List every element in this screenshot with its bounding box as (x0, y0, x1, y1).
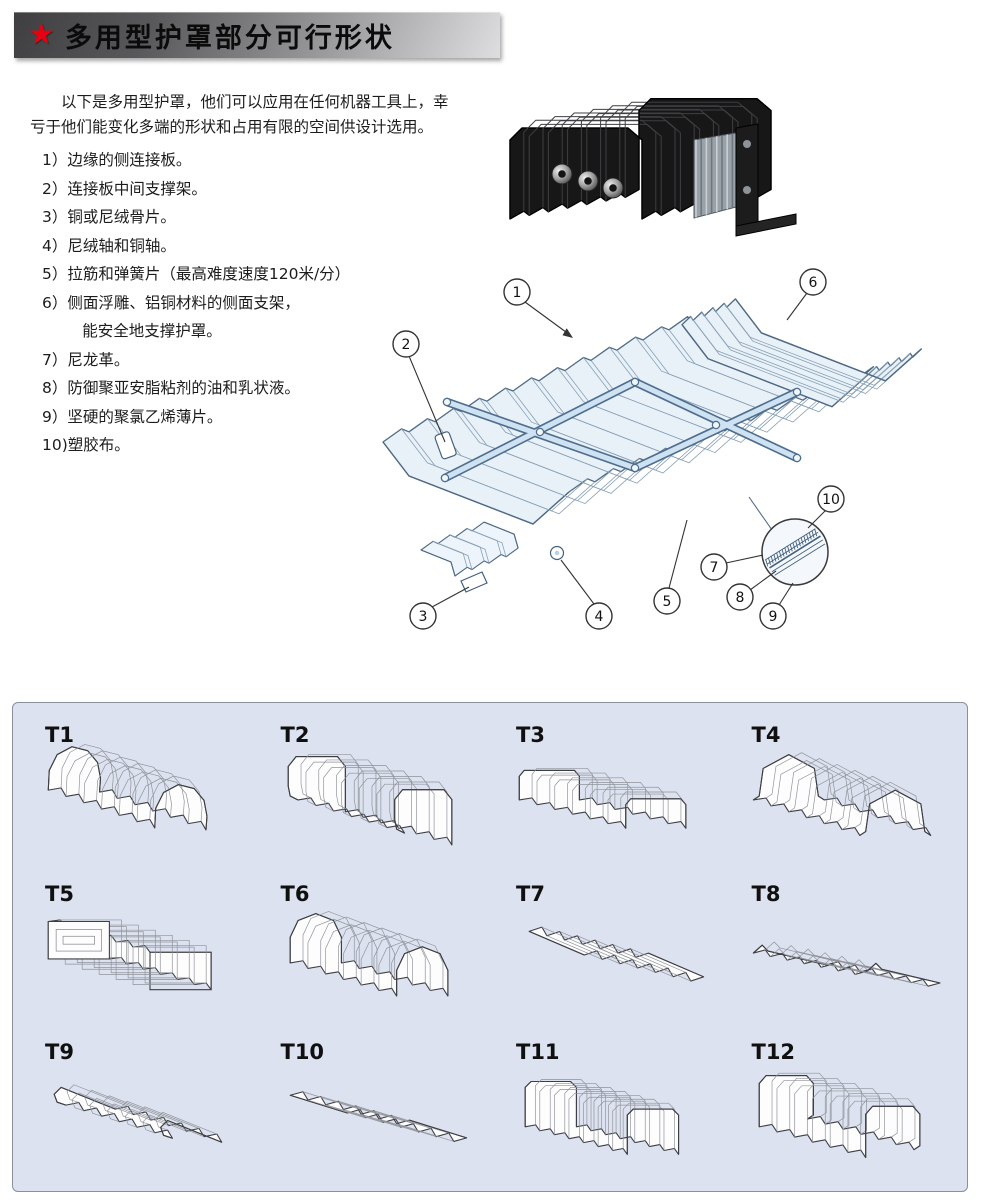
callout-1: 1 (503, 278, 573, 338)
shape-drawing-t9 (53, 1084, 223, 1144)
shape-drawing-t4 (752, 752, 931, 836)
shape-cell: T2 (255, 709, 491, 868)
list-item: 2）连接板中间支撑架。 (42, 179, 207, 198)
callout-5: 5 (653, 519, 688, 615)
shape-label: T3 (516, 723, 545, 747)
shape-label: T4 (751, 723, 781, 747)
svg-text:5: 5 (663, 594, 672, 610)
bellows-strip (420, 521, 519, 577)
shape-label: T6 (280, 881, 310, 906)
list-item: 6）侧面浮雕、铝铜材料的侧面支架， (42, 293, 300, 312)
shape-label: T1 (45, 723, 74, 747)
small-parts (434, 431, 565, 593)
list-item: 3）铜或尼绒骨片。 (42, 208, 176, 226)
shape-cell: T5 (19, 868, 255, 1027)
list-item: 7）尼龙革。 (42, 350, 130, 369)
star-icon: ★ (28, 17, 55, 52)
scissor-mechanism (440, 377, 802, 483)
shape-label: T7 (516, 881, 545, 906)
list-item: 8）防御聚亚安脂粘剂的油和乳状液。 (42, 379, 300, 397)
svg-text:4: 4 (595, 609, 604, 625)
shape-label: T8 (751, 881, 781, 906)
screw-icon (742, 139, 752, 149)
shape-drawing-t10 (289, 1091, 467, 1143)
callout-2: 2 (392, 330, 446, 443)
intro-line-1: 以下是多用型护罩，他们可以应用在任何机器工具上，幸 (61, 93, 449, 111)
shape-cell: T6 (255, 868, 491, 1027)
shape-cell: T10 (255, 1026, 491, 1185)
shape-drawing-t1 (47, 744, 208, 831)
shape-drawing-t12 (758, 1073, 920, 1159)
svg-text:8: 8 (736, 590, 745, 606)
shape-label: T10 (280, 1040, 325, 1065)
shape-cell: T7 (490, 868, 726, 1027)
shape-cell: T4 (726, 709, 962, 868)
callout-3: 3 (409, 586, 470, 630)
callout-6: 6 (786, 268, 827, 321)
callout-4: 4 (560, 559, 613, 630)
title-bar: ★ 多用型护罩部分可行形状 (14, 12, 500, 58)
shape-drawing-t7 (528, 926, 705, 982)
list-item: 10)塑胶布。 (42, 436, 130, 454)
product-photo (509, 97, 797, 237)
bellows-channel (382, 298, 923, 525)
list-item-continuation: 能安全地支撑护罩。 (82, 322, 222, 340)
front-screws (551, 163, 624, 199)
exploded-diagram: 1 2 3 4 5 6 7 (382, 268, 923, 630)
callout-10: 10 (807, 485, 845, 529)
shape-drawing-t8 (752, 941, 941, 987)
shape-cell: T12 (726, 1026, 962, 1185)
svg-text:9: 9 (769, 609, 778, 625)
shape-cell: T1 (19, 709, 255, 868)
intro-line-2: 亏于他们能变化多端的形状和占用有限的空间供设计选用。 (30, 118, 434, 137)
parts-list: 1）边缘的侧连接板。 2）连接板中间支撑架。 3）铜或尼绒骨片。 4）尼绒轴和铜… (42, 146, 350, 460)
magnifier-detail (748, 496, 829, 586)
shape-cell: T3 (490, 709, 726, 868)
svg-text:3: 3 (419, 609, 428, 625)
shape-drawing-t5 (47, 919, 212, 990)
shape-gallery: T1 T2 T3 T4 T5 T6 T7 T8 T9 T10 T11 T12 (12, 702, 968, 1192)
shape-drawing-t3 (518, 767, 687, 829)
intro-paragraph: 以下是多用型护罩，他们可以应用在任何机器工具上，幸 亏于他们能变化多端的形状和占… (30, 90, 516, 140)
shape-cell: T8 (726, 868, 962, 1027)
shape-label: T5 (45, 881, 74, 906)
list-item: 9）坚硬的聚氯乙烯薄片。 (42, 407, 223, 426)
callout-9: 9 (759, 582, 794, 630)
list-item: 5）拉筋和弹簧片（最高难度速度120米/分） (42, 265, 351, 283)
shape-label: T12 (751, 1040, 796, 1065)
svg-text:2: 2 (402, 337, 411, 353)
shape-drawing-t2 (287, 754, 452, 846)
svg-text:7: 7 (710, 560, 719, 576)
list-item: 1）边缘的侧连接板。 (42, 151, 192, 169)
svg-text:10: 10 (822, 492, 840, 508)
callout-7: 7 (700, 553, 764, 581)
shape-cell: T9 (19, 1026, 255, 1185)
photo-side-assembly (551, 123, 797, 237)
page-title: 多用型护罩部分可行形状 (64, 22, 395, 54)
shape-label: T9 (45, 1040, 74, 1065)
callout-8: 8 (726, 570, 777, 611)
svg-text:6: 6 (809, 275, 818, 291)
shape-label: T2 (280, 723, 310, 747)
shape-drawing-t11 (524, 1079, 680, 1156)
list-item: 4）尼绒轴和铜轴。 (42, 236, 176, 255)
shape-cell: T11 (490, 1026, 726, 1185)
shape-drawing-t6 (289, 910, 448, 997)
screw-icon (742, 185, 752, 195)
shape-label: T11 (516, 1040, 560, 1065)
svg-text:1: 1 (513, 285, 522, 301)
callouts: 1 2 3 4 5 6 7 (392, 268, 845, 630)
